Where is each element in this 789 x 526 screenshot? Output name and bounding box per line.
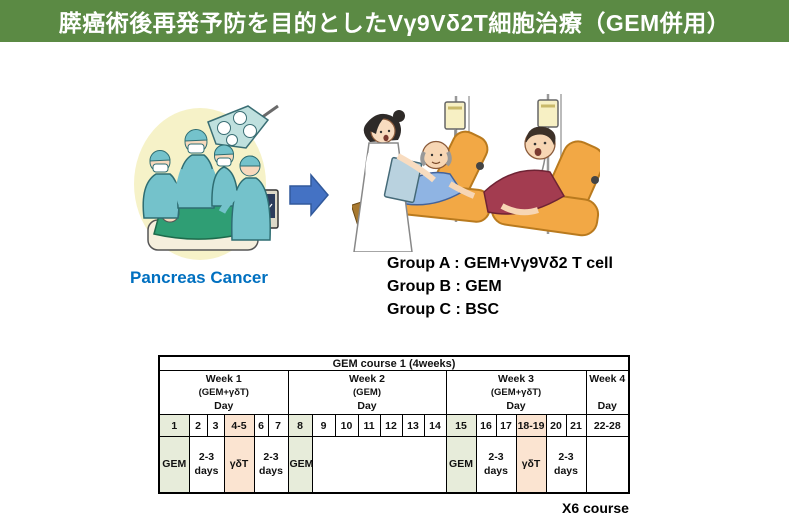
day-cell: 16	[475, 414, 497, 437]
group-a-line: Group A : GEM+Vγ9Vδ2 T cell	[387, 255, 613, 272]
treatment-cell	[311, 436, 447, 494]
treatment-cell	[585, 436, 630, 494]
day-cell: 21	[565, 414, 587, 437]
day-cell: 1	[158, 414, 190, 437]
week2-header: Week 2 (GEM) Day	[287, 370, 447, 415]
day-cell: 14	[423, 414, 447, 437]
day-cell: 17	[495, 414, 517, 437]
week3-header: Week 3 (GEM+γδT) Day	[445, 370, 587, 415]
treatment-cell: 2-3 days	[188, 436, 225, 494]
day-cell: 8	[287, 414, 313, 437]
treatment-cell: GEM	[445, 436, 477, 494]
day-cell: 9	[311, 414, 336, 437]
slide-title-bar: 膵癌術後再発予防を目的としたVγ9Vδ2T細胞治療（GEM併用）	[0, 0, 789, 42]
slide-title: 膵癌術後再発予防を目的としたVγ9Vδ2T細胞治療（GEM併用）	[58, 10, 731, 36]
group-c-line: Group C : BSC	[387, 301, 499, 318]
table-title: GEM course 1 (4weeks)	[158, 355, 630, 371]
week1-header: Week 1 (GEM+γδT) Day	[158, 370, 289, 415]
day-cell: 2	[188, 414, 208, 437]
week4-name: Week 4	[589, 373, 626, 385]
week4-day-label: Day	[597, 400, 617, 412]
week1-sub: (GEM+γδT)	[198, 387, 249, 398]
treatment-cell: 2-3 days	[253, 436, 289, 494]
day-cell: 6	[253, 414, 269, 437]
day-cell: 10	[334, 414, 359, 437]
surgery-scene-illustration	[134, 104, 279, 260]
day-cell: 3	[206, 414, 225, 437]
week4-header: Week 4 Day	[585, 370, 630, 415]
day-cell: 15	[445, 414, 477, 437]
pancreas-cancer-caption: Pancreas Cancer	[130, 268, 268, 287]
gem-schedule-table: GEM course 1 (4weeks) Week 1 (GEM+γδT) D…	[158, 355, 631, 494]
treatment-cell: 2-3 days	[475, 436, 517, 494]
group-b-line: Group B : GEM	[387, 278, 502, 295]
week2-name: Week 2	[349, 373, 385, 385]
week3-sub: (GEM+γδT)	[490, 387, 542, 398]
group-list: Group A : GEM+Vγ9Vδ2 T cell Group B : GE…	[387, 252, 613, 321]
course-repeat-note: X6 course	[562, 500, 629, 516]
week1-name: Week 1	[205, 373, 242, 385]
week3-day-label: Day	[506, 400, 526, 412]
day-cell: 7	[267, 414, 289, 437]
week1-day-label: Day	[214, 400, 234, 412]
week2-sub: (GEM)	[353, 387, 381, 398]
infusion-scene-illustration	[352, 94, 600, 252]
day-cell: 13	[401, 414, 425, 437]
treatment-cell: γδT	[515, 436, 547, 494]
day-cell: 20	[545, 414, 567, 437]
treatment-cell: γδT	[223, 436, 255, 494]
treatment-cell: GEM	[158, 436, 190, 494]
day-cell: 18-19	[515, 414, 547, 437]
day-cell: 4-5	[223, 414, 255, 437]
day-cell: 12	[379, 414, 403, 437]
week3-name: Week 3	[498, 373, 534, 385]
day-cell: 11	[357, 414, 381, 437]
treatment-cell: GEM	[287, 436, 313, 494]
day-cell: 22-28	[585, 414, 630, 437]
week2-day-label: Day	[357, 400, 377, 412]
right-arrow-icon	[289, 173, 329, 217]
treatment-cell: 2-3 days	[545, 436, 587, 494]
